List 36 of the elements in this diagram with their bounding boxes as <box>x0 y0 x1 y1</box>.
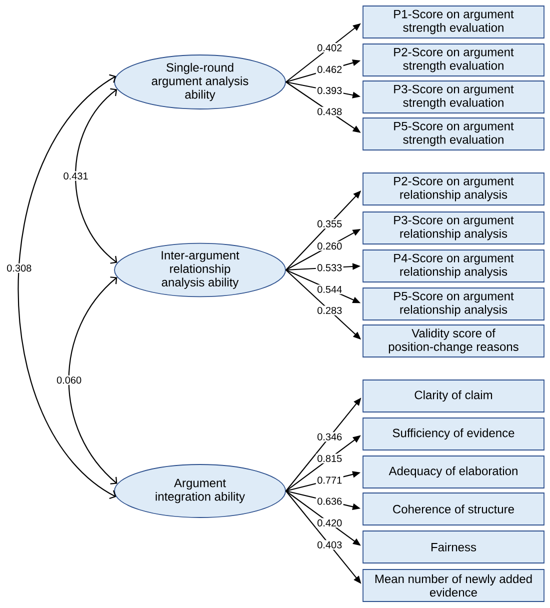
indicator-box: P5-Score on argument relationship analysis <box>362 288 544 320</box>
edge-label: 0.636 <box>316 496 344 506</box>
edge-label: 0.431 <box>62 171 90 181</box>
curved-arrow <box>68 276 118 484</box>
curved-arrow <box>18 74 116 499</box>
edge-label: 0.355 <box>316 219 344 229</box>
edge-label: 0.260 <box>316 241 344 251</box>
curved-arrow <box>75 88 118 264</box>
edge-label: 0.438 <box>316 106 344 116</box>
edge-label: 0.533 <box>316 262 344 272</box>
indicator-box: Validity score of position-change reasons <box>362 324 544 358</box>
edge-label: 0.462 <box>316 64 344 74</box>
indicator-box: Coherence of structure <box>362 492 544 526</box>
edge-label: 0.815 <box>316 454 344 464</box>
indicator-box: P1-Score on argument strength evaluation <box>362 6 544 38</box>
edge-label: 0.346 <box>316 432 344 442</box>
indicator-box: P2-Score on argument strength evaluation <box>362 44 544 76</box>
indicator-box: P2-Score on argument relationship analysis <box>362 172 544 206</box>
indicator-box: Mean number of newly added evidence <box>362 569 544 602</box>
edge-label: 0.420 <box>316 518 344 528</box>
edge-label: 0.402 <box>316 43 344 53</box>
indicator-box: P4-Score on argument relationship analysis <box>362 250 544 282</box>
indicator-box: Adequacy of elaboration <box>362 456 544 488</box>
indicator-box: Fairness <box>362 530 544 564</box>
edge-label: 0.544 <box>316 284 344 294</box>
indicator-box: P5-Score on argument strength evaluation <box>362 118 544 150</box>
indicator-box: P3-Score on argument strength evaluation <box>362 80 544 114</box>
edge-label: 0.403 <box>316 540 344 550</box>
indicator-box: Clarity of claim <box>362 380 544 412</box>
edge-label: 0.060 <box>55 375 83 385</box>
edge-label: 0.283 <box>316 306 344 316</box>
indicator-box: Sufficiency of evidence <box>362 418 544 450</box>
indicator-box: P3-Score on argument relationship analysis <box>362 212 544 244</box>
edge-label: 0.308 <box>5 263 33 273</box>
edge-label: 0.771 <box>316 475 344 485</box>
edge-label: 0.393 <box>316 86 344 96</box>
